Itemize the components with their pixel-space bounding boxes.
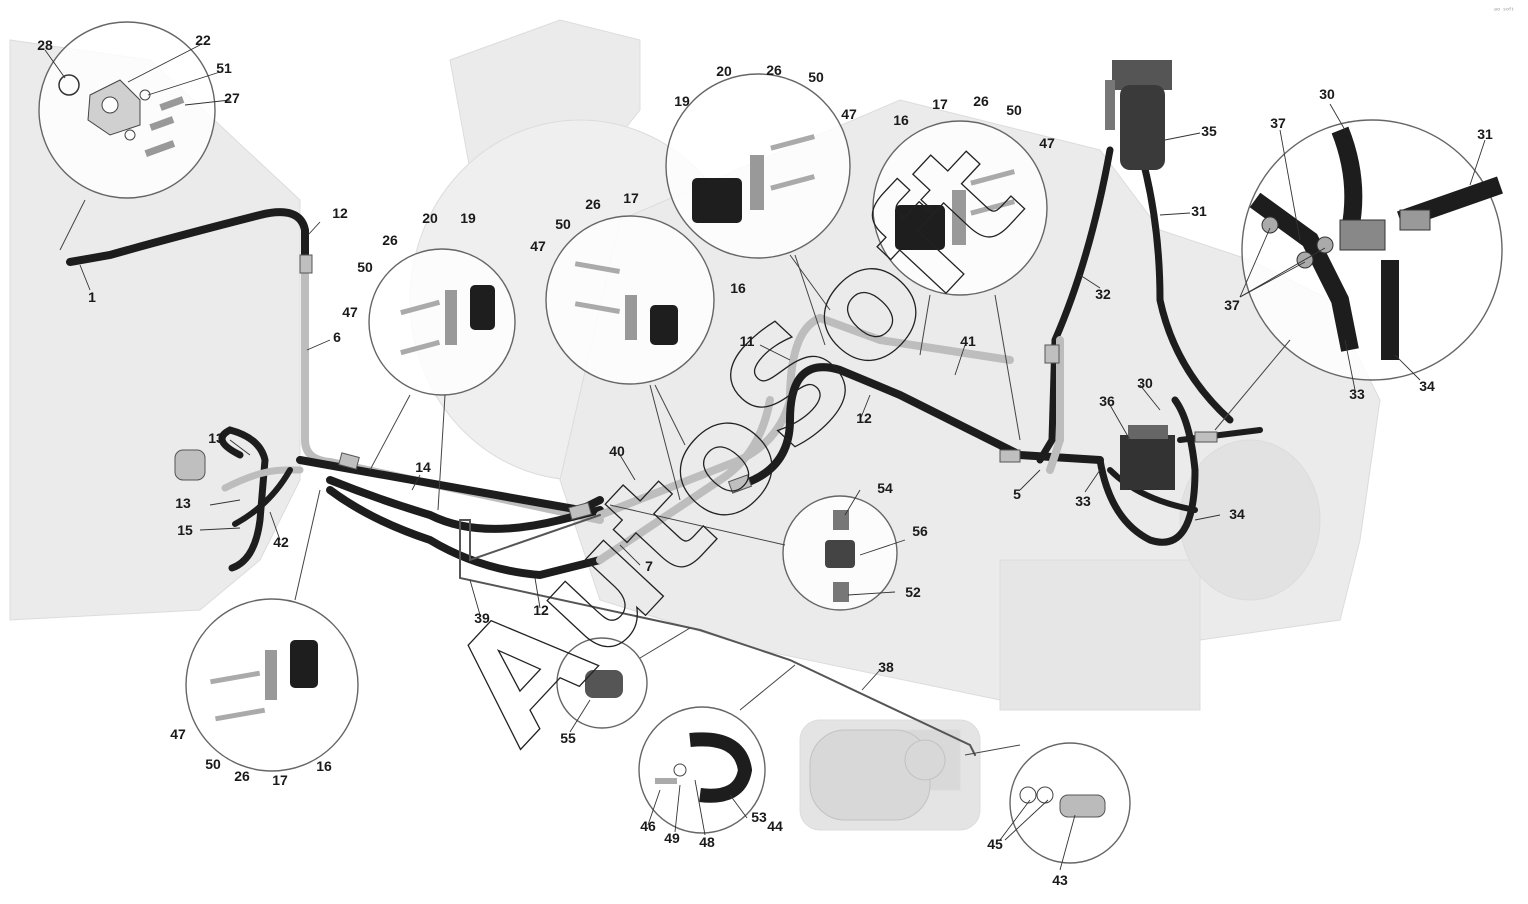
hoses [66, 146, 1263, 756]
label-37: 37 [1224, 297, 1240, 313]
label-19: 19 [674, 93, 690, 109]
label-16: 16 [730, 280, 746, 296]
label-12: 12 [856, 410, 872, 426]
callout-pointers [59, 199, 1291, 756]
label-35: 35 [1201, 123, 1217, 139]
label-17: 17 [272, 772, 288, 788]
label-27: 27 [224, 90, 240, 106]
label-30: 30 [1319, 86, 1335, 102]
label-26: 26 [585, 196, 601, 212]
label-47: 47 [530, 238, 546, 254]
label-12: 12 [533, 602, 549, 618]
label-50: 50 [1006, 102, 1022, 118]
distribution-block [1120, 425, 1175, 490]
label-22: 22 [195, 32, 211, 48]
label-6: 6 [333, 329, 341, 345]
hose-fittings [174, 254, 1218, 520]
label-48: 48 [699, 834, 715, 850]
fuel-filter [1105, 60, 1172, 170]
label-15: 15 [177, 522, 193, 538]
label-55: 55 [560, 730, 576, 746]
label-26: 26 [973, 93, 989, 109]
label-32: 32 [1095, 286, 1111, 302]
label-13: 13 [208, 430, 224, 446]
label-16: 16 [893, 112, 909, 128]
corner-mark: ᵃᵒ ˢᵒᶠᵗ [1493, 6, 1514, 15]
label-50: 50 [205, 756, 221, 772]
label-16: 16 [316, 758, 332, 774]
label-33: 33 [1349, 386, 1365, 402]
label-19: 19 [460, 210, 476, 226]
label-47: 47 [1039, 135, 1055, 151]
label-47: 47 [841, 106, 857, 122]
label-5: 5 [1013, 486, 1021, 502]
label-37: 37 [1270, 115, 1286, 131]
label-51: 51 [216, 60, 232, 76]
leader-lines [44, 44, 1486, 871]
label-46: 46 [640, 818, 656, 834]
label-26: 26 [382, 232, 398, 248]
label-44: 44 [767, 818, 783, 834]
label-54: 54 [877, 480, 893, 496]
label-20: 20 [716, 63, 732, 79]
label-17: 17 [932, 96, 948, 112]
label-26: 26 [766, 62, 782, 78]
label-40: 40 [609, 443, 625, 459]
label-38: 38 [878, 659, 894, 675]
label-31: 31 [1191, 203, 1207, 219]
detail-parts [58, 74, 1503, 818]
label-36: 36 [1099, 393, 1115, 409]
label-53: 53 [751, 809, 767, 825]
label-31: 31 [1477, 126, 1493, 142]
label-49: 49 [664, 830, 680, 846]
label-41: 41 [960, 333, 976, 349]
label-30: 30 [1137, 375, 1153, 391]
label-34: 34 [1229, 506, 1245, 522]
label-11: 11 [740, 333, 755, 349]
label-56: 56 [912, 523, 928, 539]
label-34: 34 [1419, 378, 1435, 394]
label-45: 45 [987, 836, 1003, 852]
air-tank [809, 729, 946, 821]
label-28: 28 [37, 37, 53, 53]
label-52: 52 [905, 584, 921, 600]
label-17: 17 [623, 190, 639, 206]
callout-labels: 28 22 51 27 1 12 6 20 19 26 50 47 50 26 … [37, 32, 1493, 888]
label-12: 12 [332, 205, 348, 221]
label-43: 43 [1052, 872, 1068, 888]
label-13: 13 [175, 495, 191, 511]
label-50: 50 [808, 69, 824, 85]
label-50: 50 [357, 259, 373, 275]
label-47: 47 [170, 726, 186, 742]
label-42: 42 [273, 534, 289, 550]
label-20: 20 [422, 210, 438, 226]
label-1: 1 [88, 289, 96, 305]
label-7: 7 [645, 558, 653, 574]
label-50: 50 [555, 216, 571, 232]
label-47: 47 [342, 304, 358, 320]
label-26: 26 [234, 768, 250, 784]
detail-clip-44 [638, 706, 766, 834]
label-39: 39 [474, 610, 490, 626]
label-33: 33 [1075, 493, 1091, 509]
label-14: 14 [415, 459, 431, 475]
